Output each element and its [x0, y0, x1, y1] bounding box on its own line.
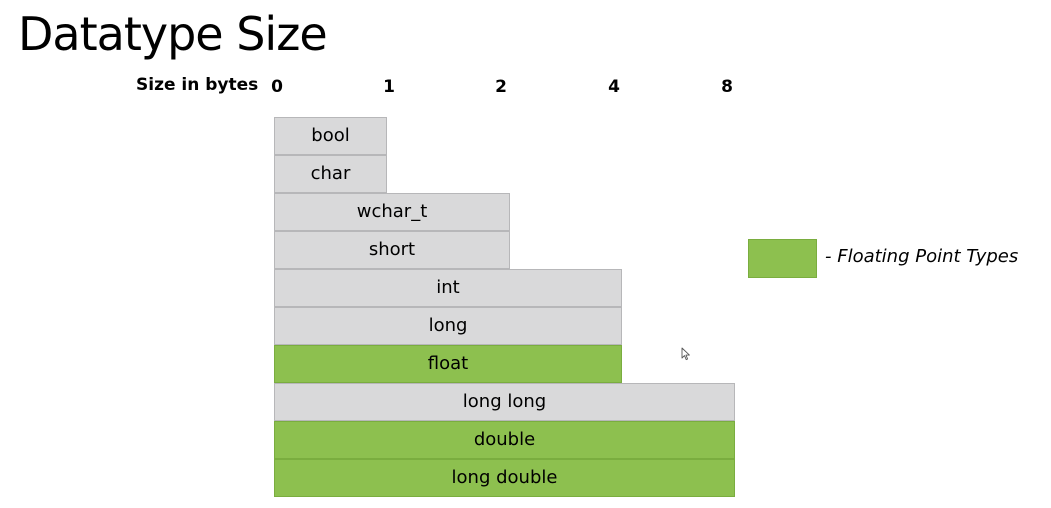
bar-long-double: long double [274, 459, 735, 497]
bar-float: float [274, 345, 622, 383]
bar-long-long: long long [274, 383, 735, 421]
axis-tick-8: 8 [721, 77, 733, 97]
legend-swatch [748, 239, 817, 278]
axis-label: Size in bytes [136, 75, 259, 95]
axis-tick-1: 1 [383, 77, 395, 97]
axis-tick-2: 2 [495, 77, 507, 97]
page-title: Datatype Size [18, 7, 328, 61]
bar-int: int [274, 269, 622, 307]
bar-double: double [274, 421, 735, 459]
mouse-pointer-icon [681, 347, 690, 361]
bar-wchar-t: wchar_t [274, 193, 510, 231]
bar-bool: bool [274, 117, 387, 155]
axis-tick-4: 4 [608, 77, 620, 97]
bar-short: short [274, 231, 510, 269]
bar-long: long [274, 307, 622, 345]
bar-char: char [274, 155, 387, 193]
legend-label: - Floating Point Types [825, 246, 1019, 267]
axis-tick-0: 0 [271, 77, 283, 97]
